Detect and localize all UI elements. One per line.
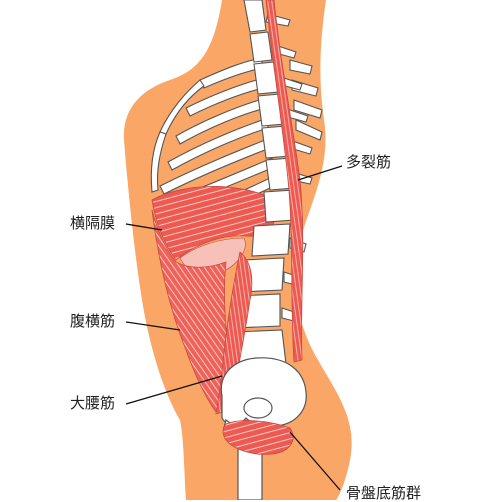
label-diaphragm: 横隔膜 — [70, 214, 116, 232]
leader-lines — [125, 165, 343, 491]
psoas-major-muscle — [215, 251, 253, 415]
leader-diaphragm — [125, 223, 163, 231]
label-multifidus: 多裂筋 — [346, 153, 392, 171]
leader-psoas — [125, 375, 223, 405]
leader-multifidus — [297, 165, 343, 181]
label-psoas-major: 大腰筋 — [70, 394, 116, 412]
multifidus-muscle — [265, 0, 304, 363]
pelvic-floor-muscles — [222, 420, 294, 455]
label-pelvic-floor: 骨盤底筋群 — [346, 484, 422, 502]
diaphragm-muscle — [151, 186, 278, 261]
label-transversus-abdominis: 腹横筋 — [70, 312, 116, 330]
leader-pelvic-floor — [289, 431, 341, 491]
leader-transversus — [125, 321, 181, 331]
